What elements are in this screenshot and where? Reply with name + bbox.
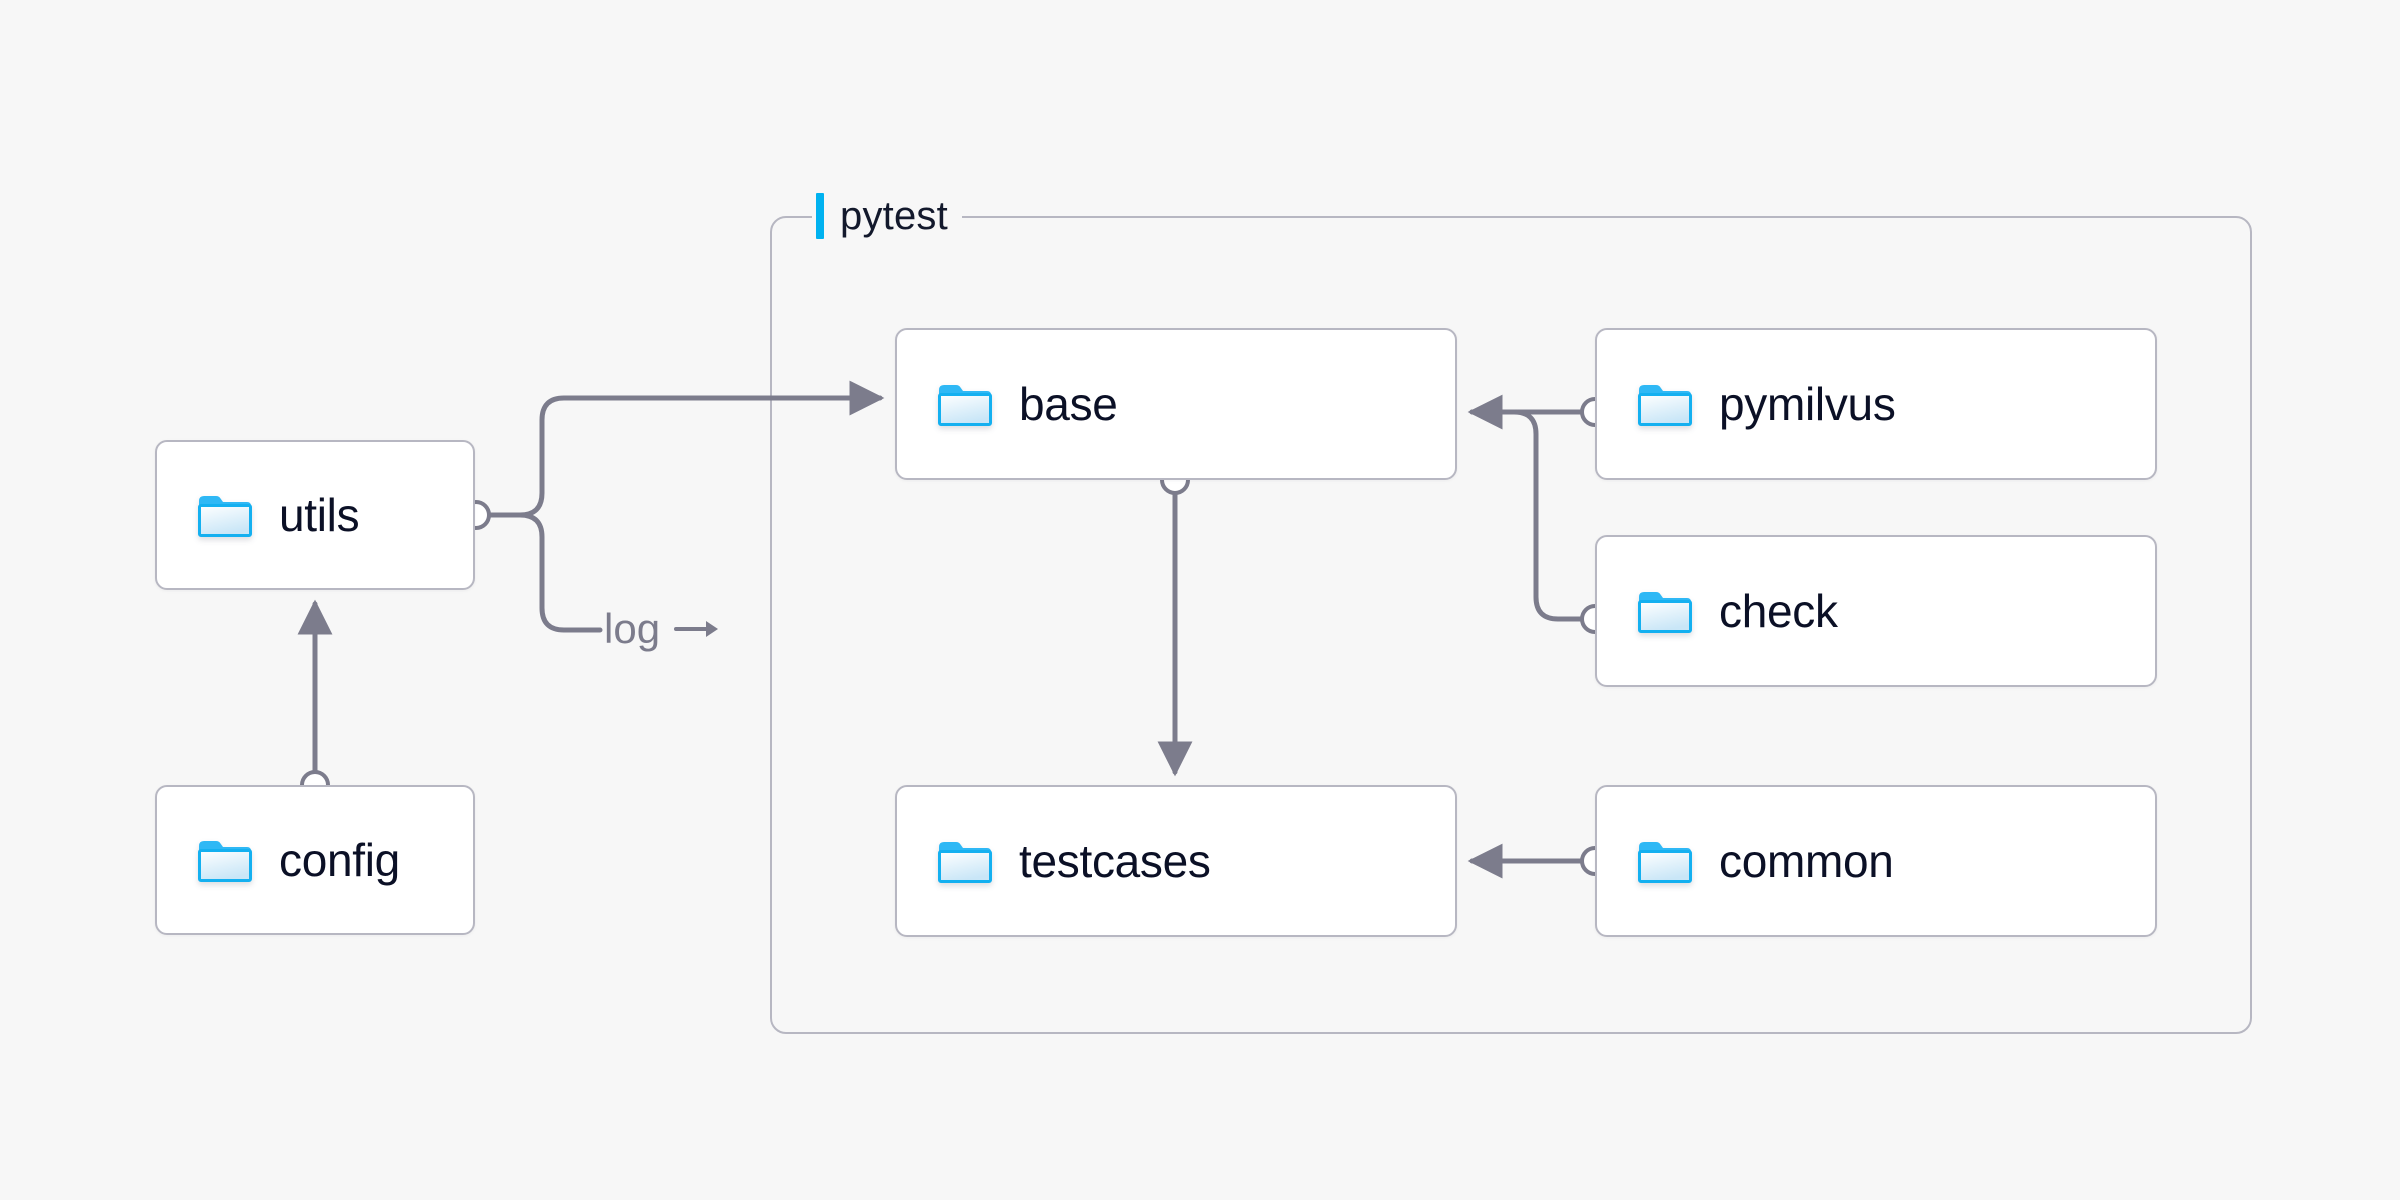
folder-icon [198, 841, 252, 882]
group-label-text: pytest [840, 194, 948, 238]
node-common[interactable]: common [1595, 785, 2157, 937]
folder-icon [1638, 385, 1692, 426]
node-utils[interactable]: utils [155, 440, 475, 590]
node-label: common [1719, 835, 1894, 887]
folder-icon [938, 842, 992, 883]
node-label: base [1019, 378, 1118, 430]
folder-icon [198, 496, 252, 537]
node-label: config [279, 834, 400, 886]
arrow-right-icon [674, 621, 719, 637]
edge-label-log-text: log [604, 605, 661, 652]
node-label: check [1719, 585, 1838, 637]
node-label: utils [279, 489, 360, 541]
folder-icon [1638, 592, 1692, 633]
node-testcases[interactable]: testcases [895, 785, 1457, 937]
node-check[interactable]: check [1595, 535, 2157, 687]
pytest-group-container[interactable] [770, 216, 2252, 1034]
pytest-group-label: pytest [812, 193, 962, 239]
group-accent-bar [816, 193, 824, 239]
edge-utils-to-log [475, 512, 603, 633]
node-label: pymilvus [1719, 378, 1896, 430]
node-label: testcases [1019, 835, 1211, 887]
edge-label-log: log [604, 608, 720, 650]
folder-icon [1638, 842, 1692, 883]
node-base[interactable]: base [895, 328, 1457, 480]
folder-icon [938, 385, 992, 426]
node-config[interactable]: config [155, 785, 475, 935]
node-pymilvus[interactable]: pymilvus [1595, 328, 2157, 480]
